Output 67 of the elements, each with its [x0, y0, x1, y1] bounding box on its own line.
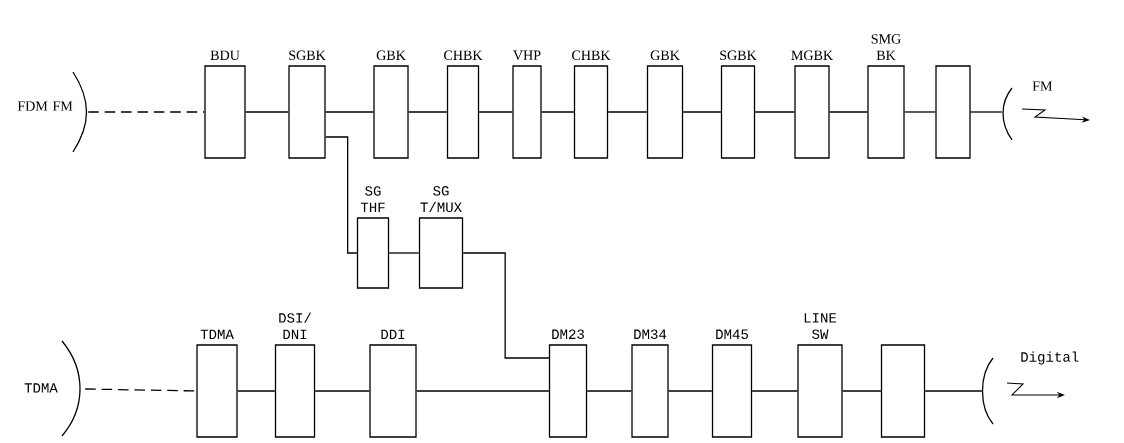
- connection-line: [237, 390, 276, 392]
- block-box: SMG BK: [867, 34, 905, 159]
- connection-line: [754, 111, 795, 113]
- connection-line: [829, 111, 868, 113]
- block-box: DM23: [548, 329, 588, 438]
- connection-line: [325, 136, 358, 254]
- node-label: LINE SW: [804, 313, 837, 340]
- connection-line: [541, 111, 575, 113]
- block-box: CHBK: [572, 50, 611, 159]
- connection-line: [478, 111, 513, 113]
- connection-line: [751, 390, 798, 392]
- node-label: SMG BK: [871, 34, 901, 61]
- node-label: SG T/MUX: [420, 186, 462, 213]
- block-box: MGBK: [791, 50, 833, 159]
- block-box: VHP: [512, 50, 542, 159]
- block-box: GBK: [646, 50, 684, 159]
- connection-line: [970, 111, 1003, 113]
- node-label: VHP: [513, 50, 541, 61]
- connection-line: [462, 252, 550, 359]
- connection-line: [408, 111, 448, 113]
- node-label: GBK: [650, 50, 680, 61]
- block-box: TDMA: [196, 329, 238, 438]
- connection-line: [245, 111, 289, 113]
- node-label: CHBK: [444, 50, 483, 61]
- node-label: DDI: [381, 329, 405, 340]
- block-box: SG T/MUX: [418, 186, 464, 289]
- connection-line: [87, 111, 205, 113]
- node-label: CHBK: [572, 50, 611, 61]
- antenna-dish: FM: [1002, 81, 1053, 141]
- node-label: SGBK: [720, 50, 757, 61]
- node-label: DM34: [634, 329, 667, 340]
- antenna-dish: FDM FM: [17, 71, 88, 153]
- node-label: SG THF: [360, 186, 385, 213]
- block-box: [880, 344, 926, 438]
- block-box: DSI/ DNI: [274, 312, 316, 438]
- block-box: CHBK: [444, 50, 483, 159]
- connection-line: [314, 390, 370, 392]
- node-label: GBK: [376, 50, 406, 61]
- block-box: DM45: [711, 329, 753, 438]
- connection-line: [924, 390, 983, 392]
- connection-line: [904, 111, 936, 113]
- node-label: DM45: [716, 329, 748, 340]
- antenna-dish: Digital: [981, 351, 1079, 425]
- block-box: [935, 65, 971, 159]
- node-label: MGBK: [791, 50, 833, 61]
- node-label: TDMA: [200, 329, 234, 340]
- node-label: DSI/ DNI: [279, 312, 312, 340]
- connection-line: [325, 111, 374, 113]
- block-box: GBK: [373, 50, 409, 159]
- connection-line: [416, 390, 550, 392]
- connection-line: [682, 111, 722, 113]
- block-box: SGBK: [720, 50, 757, 159]
- block-box: SG THF: [356, 186, 390, 289]
- block-box: DM34: [631, 329, 669, 438]
- connection-line: [388, 252, 420, 254]
- block-box: LINE SW: [797, 313, 843, 438]
- connection-line: [668, 390, 713, 392]
- connection-line: [842, 390, 882, 392]
- node-label: BDU: [210, 50, 240, 61]
- antenna-dish: TDMA: [24, 340, 81, 437]
- block-box: SGBK: [288, 50, 326, 159]
- node-label: SGBK: [289, 50, 326, 61]
- connection-line: [586, 390, 632, 392]
- block-box: DDI: [369, 329, 417, 438]
- connection-line: [607, 111, 648, 113]
- block-box: BDU: [204, 50, 246, 159]
- node-label: DM23: [552, 329, 584, 340]
